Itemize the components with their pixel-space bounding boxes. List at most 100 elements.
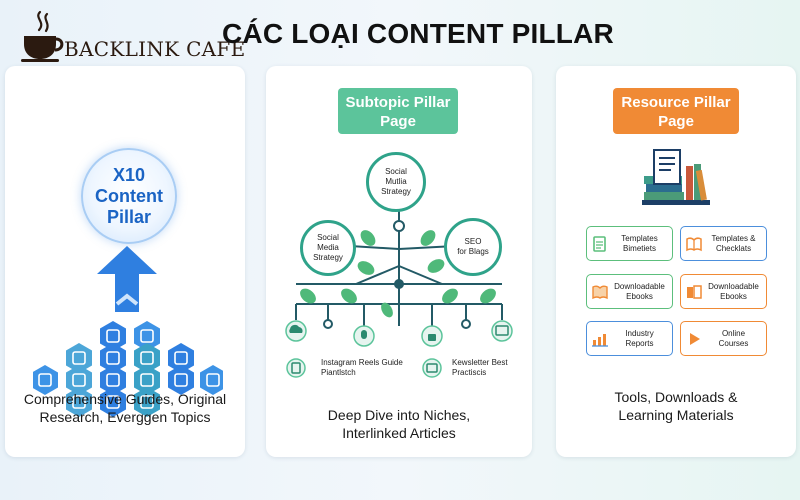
play-icon: [690, 332, 700, 345]
link-icon: [134, 387, 160, 417]
sub-label-line: Practiscis: [452, 368, 487, 377]
subtopic-caption-line2: Interlinked Articles: [342, 425, 456, 441]
node-line: Social: [317, 233, 339, 242]
resource-item-label-line: Ebooks: [626, 291, 653, 301]
node-line: Strategy: [313, 253, 343, 262]
ebook-icon: [687, 284, 702, 299]
resource-item-label: Templates &Checklats: [706, 234, 761, 254]
resource-item-label-line: Ebooks: [720, 291, 747, 301]
people-icon: [66, 365, 92, 395]
book-icon: [592, 285, 608, 299]
node-seo-for-blags: SEO for Blags: [444, 218, 502, 276]
node-social-mutlia-strategy: Social Mutlia Strategy: [366, 152, 426, 212]
document-node-icon: [286, 358, 306, 378]
x10-caption-line2: Research, Everggen Topics: [39, 409, 211, 425]
leaf-icon: [357, 261, 375, 275]
microphone-icon: [134, 321, 160, 351]
resource-item: Templates &Checklats: [680, 226, 767, 261]
node-line: Media: [317, 243, 339, 252]
x10-heading-circle: X10 Content Pillar: [81, 148, 177, 244]
node-social-media-strategy: Social Media Strategy: [300, 220, 356, 276]
sub-label-line: Piantlstch: [321, 368, 356, 377]
newsletter-node-icon: [422, 358, 442, 378]
resource-item-label-line: Templates: [621, 233, 658, 243]
sub-label-newsletter: Kewsletter Best Practiscis: [452, 358, 508, 378]
hexagon-icon-cluster: [33, 321, 223, 417]
resource-docs-books-icon: [642, 149, 710, 205]
subtopic-heading: Subtopic Pillar Page: [338, 88, 458, 134]
checklist-icon: [593, 235, 606, 252]
x10-heading: X10 Content Pillar: [95, 164, 163, 227]
resource-item-label-line: Online: [721, 328, 746, 338]
leaf-icon: [341, 288, 357, 304]
image-node-icon: [491, 320, 513, 342]
image-icon: [66, 343, 92, 373]
resource-caption: Tools, Downloads & Learning Materials: [566, 388, 786, 424]
calendar-icon: [100, 387, 126, 417]
open-book-icon: [686, 236, 702, 251]
subtopic-caption-line1: Deep Dive into Niches,: [327, 407, 471, 423]
mail-icon: [100, 365, 126, 395]
pillar-card-x10: X10 Content Pillar Comprehensive Guides,…: [5, 66, 245, 457]
resource-heading-line1: Resource Pillar: [621, 94, 731, 111]
pillar-card-subtopic: Subtopic Pillar Page: [266, 66, 532, 457]
resource-item-label-line: Reports: [625, 338, 654, 348]
node-line: Social: [385, 167, 407, 176]
resource-item-label-line: Downloadable: [614, 281, 665, 291]
leaf-icon: [381, 302, 393, 318]
leaf-icon: [427, 259, 445, 273]
x10-caption-line1: Comprehensive Guides, Original: [23, 391, 227, 407]
subtopic-caption: Deep Dive into Niches, Interlinked Artic…: [276, 406, 522, 442]
chart-icon: [134, 365, 160, 395]
subtopic-heading-line1: Subtopic Pillar: [345, 94, 451, 111]
resource-item-label-line: Industry: [625, 328, 654, 338]
resource-heading-line2: Page: [658, 113, 694, 130]
resource-item-label-line: Downloadable: [708, 281, 759, 291]
leaf-icon: [420, 230, 436, 246]
up-arrow-icon: [97, 246, 157, 312]
resource-item-label-line: Bimetiets: [623, 243, 656, 253]
sub-label-line: Instagram Reels Guide: [321, 358, 403, 367]
node-line: Mutlia: [385, 177, 407, 186]
subtopic-tree: [285, 194, 513, 378]
subtopic-heading-line2: Page: [380, 113, 416, 130]
sub-label-instagram: Instagram Reels Guide Piantlstch: [321, 358, 403, 378]
resource-heading: Resource Pillar Page: [613, 88, 739, 134]
brand-logo: BACKLINK CAFE: [20, 6, 245, 62]
resource-item-label-line: Courses: [718, 338, 749, 348]
photo-icon: [33, 365, 58, 395]
refresh-icon: [134, 343, 160, 373]
sub-label-line: Kewsletter Best: [452, 358, 508, 367]
bar-chart-icon: [592, 333, 608, 347]
chat-icon: [100, 321, 126, 351]
coffee-cup-icon: [21, 10, 64, 62]
leaf-icon: [360, 230, 376, 246]
node-line: SEO: [464, 237, 482, 246]
resource-caption-line1: Tools, Downloads &: [614, 389, 738, 405]
x10-caption: Comprehensive Guides, Original Research,…: [15, 390, 235, 426]
leaf-icon: [480, 288, 496, 304]
resource-item-label-line: Checklats: [715, 243, 752, 253]
resource-item-label-line: Templates &: [711, 233, 756, 243]
node-line: for Blags: [457, 247, 489, 256]
resource-caption-line2: Learning Materials: [618, 407, 734, 423]
leaf-icon: [442, 288, 458, 304]
node-line: Strategy: [381, 187, 411, 196]
dollar-icon: [168, 343, 194, 373]
page-title: CÁC LOẠI CONTENT PILLAR: [222, 18, 614, 49]
document-icon: [168, 365, 194, 395]
video-icon: [200, 365, 223, 395]
logo-text: BACKLINK CAFE: [64, 37, 246, 61]
book-icon: [66, 387, 92, 417]
leaf-icon: [300, 288, 316, 304]
person-icon: [100, 343, 126, 373]
